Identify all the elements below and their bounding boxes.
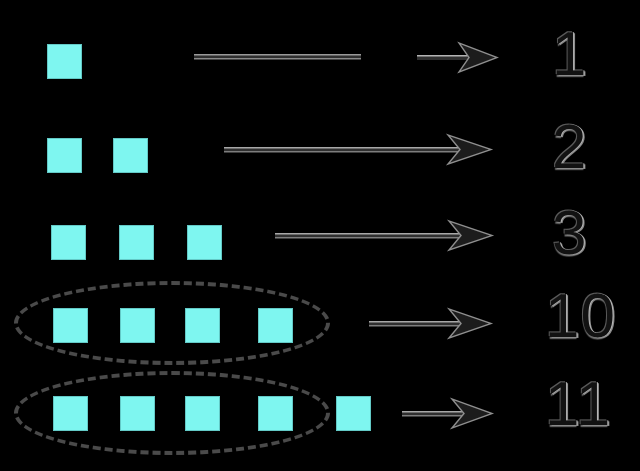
- cyan-square: [336, 396, 371, 431]
- cyan-square: [47, 138, 82, 173]
- cyan-square: [119, 225, 154, 260]
- cyan-square: [120, 308, 155, 343]
- count-label-row-2: 2: [552, 113, 588, 182]
- arrow-row-2: [224, 133, 494, 166]
- group-ellipse: [14, 371, 330, 455]
- group-ellipse: [14, 281, 330, 365]
- cyan-square: [185, 308, 220, 343]
- count-label-row-3: 3: [552, 199, 588, 268]
- arrow-row-4: [369, 307, 494, 340]
- arrow-row-5: [402, 397, 495, 430]
- cyan-square: [51, 225, 86, 260]
- cyan-square: [113, 138, 148, 173]
- count-label-row-5: 11: [545, 370, 612, 439]
- cyan-square: [258, 396, 293, 431]
- cyan-square: [120, 396, 155, 431]
- cyan-square: [53, 308, 88, 343]
- count-label-row-4: 10: [545, 282, 616, 351]
- cyan-square: [187, 225, 222, 260]
- arrow-head-row-1: [417, 41, 499, 74]
- count-label-row-1: 1: [552, 20, 588, 89]
- cyan-square: [53, 396, 88, 431]
- cyan-square: [185, 396, 220, 431]
- cyan-square: [47, 44, 82, 79]
- cyan-square: [258, 308, 293, 343]
- arrow-row-3: [275, 219, 495, 252]
- arrow-line-segment-row-1: [194, 54, 361, 60]
